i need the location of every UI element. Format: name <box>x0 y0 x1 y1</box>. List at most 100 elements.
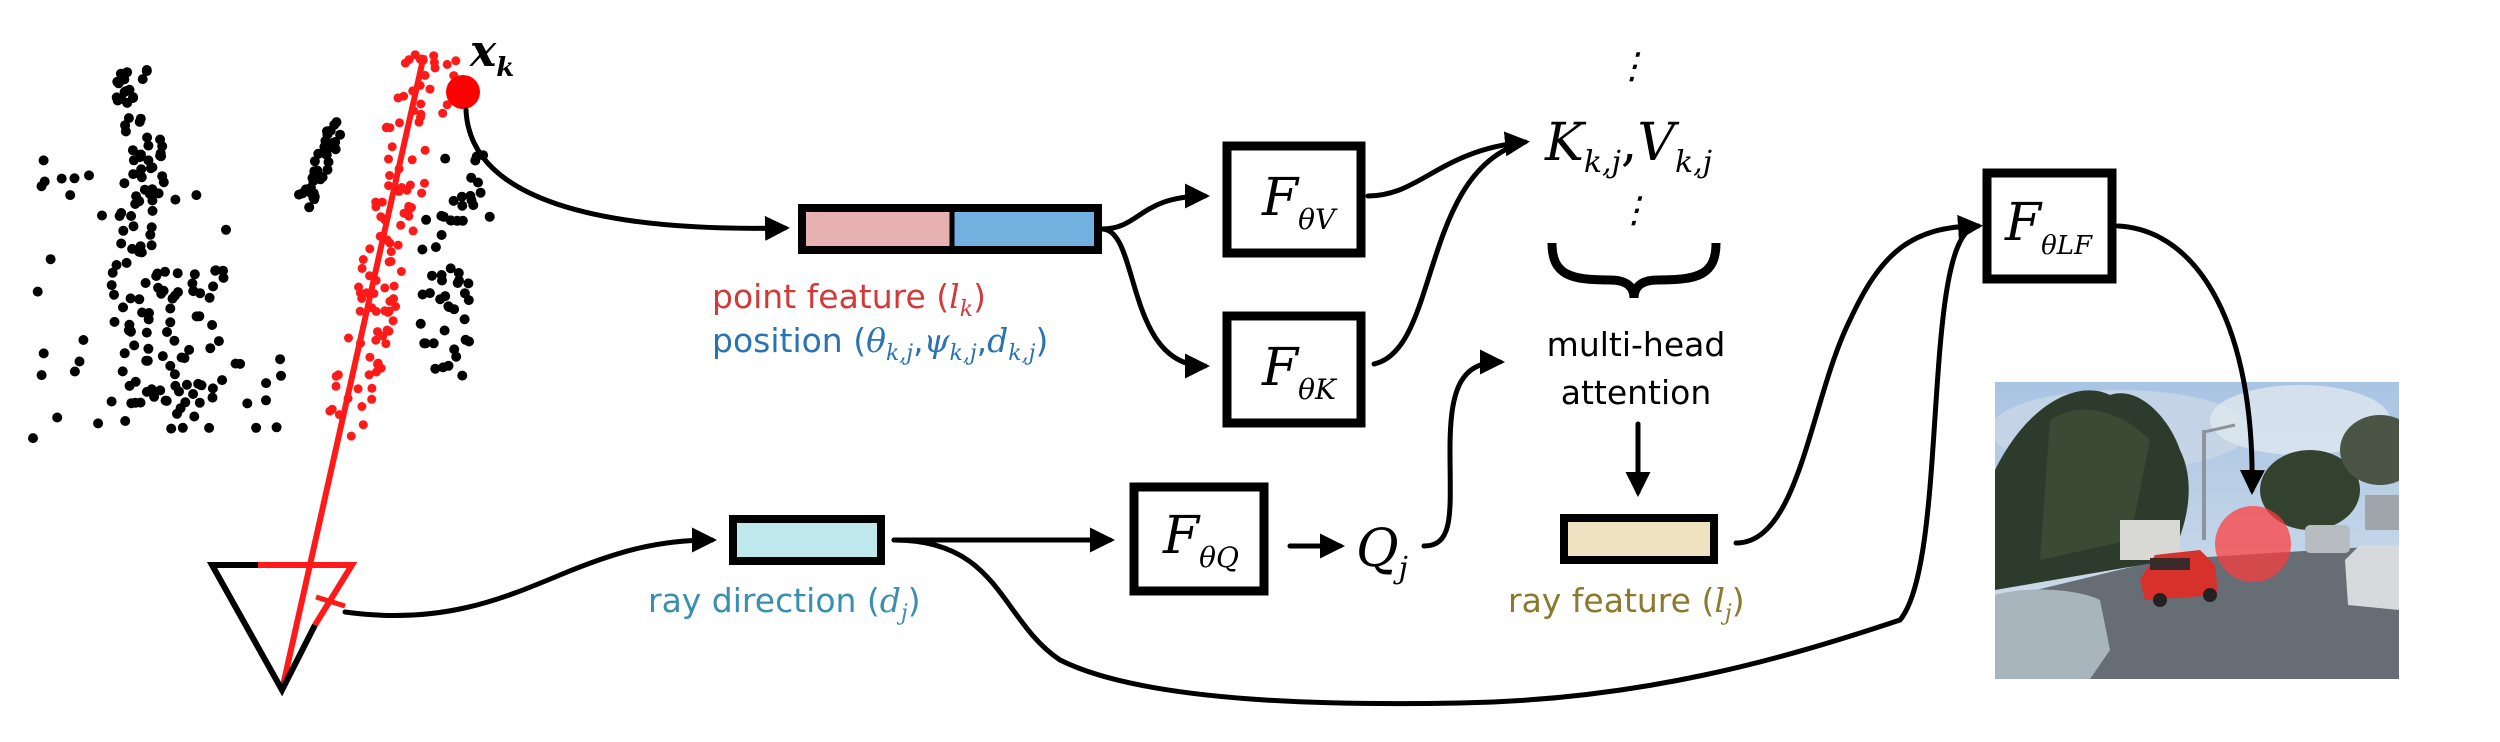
ray-sample-dot <box>384 326 394 336</box>
point-cloud-dot <box>459 314 470 325</box>
point-cloud-dot <box>207 320 218 330</box>
point-cloud-dot <box>69 173 80 184</box>
query-network-box: FθQ <box>1129 482 1269 596</box>
point-cloud-dot <box>74 356 85 367</box>
camera-icon <box>206 562 358 697</box>
point-cloud-dot <box>322 126 332 137</box>
point-cloud-dot <box>126 211 137 221</box>
ray-sample-dot <box>414 117 424 127</box>
point-cloud-dot <box>125 326 136 337</box>
ray-sample-dot <box>365 352 375 362</box>
query-network-label: FθQ <box>1162 506 1239 574</box>
ray-sample-dot <box>331 381 341 391</box>
point-cloud-dot <box>304 202 315 213</box>
point-cloud-dot <box>156 151 167 162</box>
ray-sample-dot <box>396 220 406 230</box>
point-cloud-dot <box>454 275 464 286</box>
ray-sample-dot <box>344 333 353 343</box>
point-cloud-dot <box>123 113 134 124</box>
ray-sample-dot <box>331 371 341 381</box>
value-network-label: FθV <box>1261 168 1338 236</box>
point-cloud-dot <box>271 422 282 433</box>
camera-ray <box>279 54 427 691</box>
ray-sample-dot <box>385 238 395 248</box>
point-cloud-dot <box>143 140 154 151</box>
ray-sample-dot <box>371 202 381 212</box>
ray-sample-dot <box>377 197 387 207</box>
point-cloud-dot <box>38 155 49 166</box>
point-cloud-dot <box>169 369 180 380</box>
point-cloud-dot <box>121 257 132 268</box>
point-cloud-dot <box>191 190 202 201</box>
point-cloud-dot <box>143 314 154 325</box>
point-cloud-dot <box>141 327 152 338</box>
point-cloud-dot <box>446 215 457 226</box>
edge-to-value-net <box>1099 183 1210 232</box>
point-cloud-dot <box>415 318 426 329</box>
point-cloud-dot <box>276 370 286 381</box>
point-cloud-dot <box>160 395 171 406</box>
point-cloud-dot <box>436 230 447 240</box>
point-cloud-dot <box>174 386 184 397</box>
point-cloud-dot <box>65 190 76 201</box>
point-cloud-dot <box>109 289 119 300</box>
point-cloud-dot <box>119 87 130 97</box>
point-cloud-dot <box>120 126 131 137</box>
ray-sample-dot <box>353 384 363 394</box>
point-cloud-dot <box>194 311 205 322</box>
point-cloud-dot <box>127 145 138 156</box>
point-cloud-dot <box>184 344 195 355</box>
edge-ray-to-lightfield-net <box>891 215 1983 707</box>
ray-sample-dot <box>425 84 435 94</box>
point-cloud-dot <box>125 293 136 304</box>
point-cloud-dot <box>128 169 139 180</box>
point-cloud-dot <box>165 303 176 314</box>
ray-sample-dot <box>438 108 448 118</box>
point-cloud-dot <box>445 263 456 274</box>
point-cloud-dot <box>157 351 168 362</box>
point-cloud-dot <box>451 351 462 362</box>
ray-sample-dot <box>367 383 377 393</box>
query-output-label: Qj <box>1356 519 1408 586</box>
point-cloud-dot <box>136 247 147 258</box>
point-cloud-dot <box>165 360 176 371</box>
point-cloud-dot <box>460 334 471 345</box>
point-cloud-dot <box>135 113 146 124</box>
point-cloud-dot <box>261 378 272 389</box>
ray-sample-dot <box>420 178 429 188</box>
rendered-image <box>1995 382 2399 679</box>
point-cloud-dot <box>251 422 262 433</box>
point-cloud-dot <box>45 254 56 265</box>
point-cloud-dot <box>430 242 441 253</box>
brace-icon <box>1547 242 1721 299</box>
ray-sample-dot <box>384 181 394 191</box>
point-cloud-dot <box>435 294 446 305</box>
point-cloud-dot <box>137 74 148 85</box>
lightfield-network-label: FθLF <box>2004 193 2093 261</box>
lightfield-network-box: FθLF <box>1982 168 2117 284</box>
ray-sample-dot <box>384 154 393 164</box>
point-cloud-dot <box>160 266 170 277</box>
ray-sample-dot <box>451 56 461 66</box>
point-cloud-dot <box>166 423 177 434</box>
point-cloud-dot <box>162 327 172 337</box>
ray-sample-dot <box>399 208 409 218</box>
ray-sample-dot <box>371 335 381 345</box>
edge-lightfield-to-image <box>2115 223 2265 495</box>
point-cloud-dot <box>459 288 470 299</box>
point-cloud-dot <box>142 355 153 366</box>
point-cloud-dot <box>146 222 157 233</box>
ellipsis-top: ⋮ <box>1614 46 1650 87</box>
ray-sample-dot <box>365 244 375 254</box>
ray-sample-dot <box>395 118 404 128</box>
point-cloud-dot <box>438 362 449 373</box>
point-cloud-dot <box>242 398 253 409</box>
point-cloud-dot <box>188 389 199 399</box>
point-cloud-dot <box>235 358 246 369</box>
ray-sample-dot <box>371 367 381 377</box>
point-cloud-dot <box>430 363 441 374</box>
ray-sample-dot <box>442 100 452 110</box>
point-cloud-dot <box>122 97 133 108</box>
point-cloud-dot <box>436 270 447 280</box>
